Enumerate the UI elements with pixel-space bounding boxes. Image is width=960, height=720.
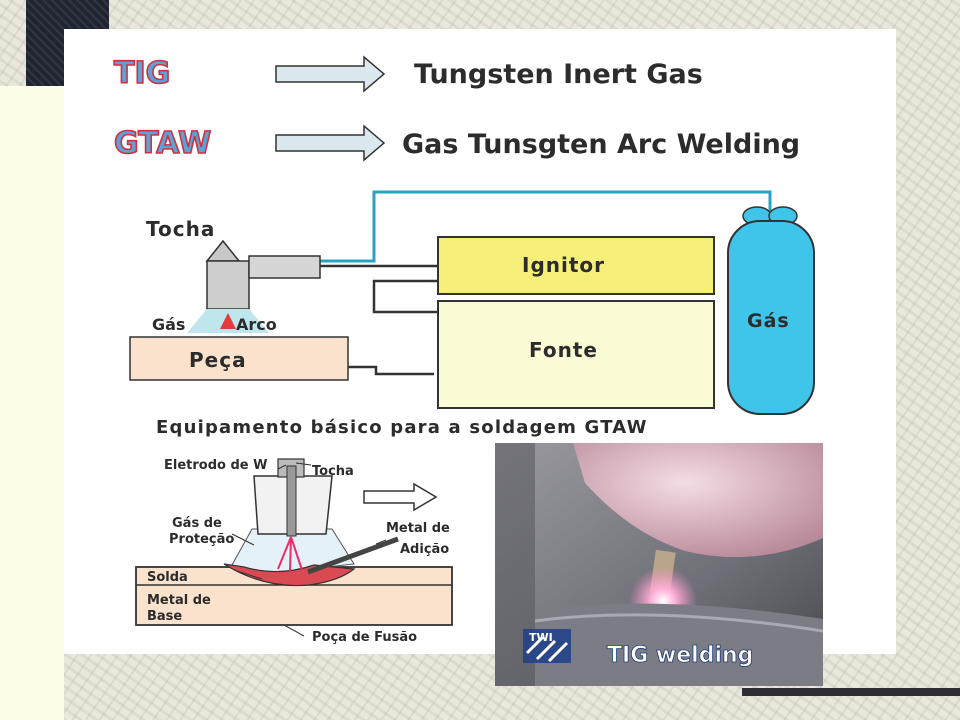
torch-nozzle-top (205, 239, 241, 262)
left-cream-strip (0, 86, 64, 720)
torch-ceramic-nozzle (573, 443, 823, 558)
travel-direction-arrow (363, 482, 438, 512)
gtaw-expansion: Gas Tunsgten Arc Welding (402, 129, 800, 160)
electrode-label: Eletrodo de W (164, 458, 267, 473)
tig-welding-photo-svg: TWI TIG welding (495, 443, 823, 686)
electrode (286, 465, 297, 537)
arc-cone (220, 313, 236, 329)
filler-metal-label-line2: Adição (400, 542, 449, 557)
tig-expansion: Tungsten Inert Gas (414, 59, 703, 90)
process-arc (277, 536, 303, 572)
cylinder-label: Gás (747, 310, 790, 332)
workpiece-tube (535, 603, 823, 686)
filler-rod (307, 536, 399, 575)
workpiece-block (129, 336, 349, 381)
torch-body (206, 260, 250, 310)
ignitor-source-cable (372, 279, 438, 314)
tig-welding-photo: TWI TIG welding (495, 443, 823, 686)
gtaw-acronym: GTAW (114, 126, 211, 161)
workpiece-cable (348, 365, 434, 376)
arc-label: Arco (236, 315, 277, 334)
gtaw-arrow (275, 124, 386, 162)
weld-pool-label: Poça de Fusão (312, 630, 417, 645)
power-source-label: Fonte (529, 338, 598, 362)
weld-label: Solda (147, 570, 188, 585)
tig-arrow (275, 55, 386, 93)
torch-label: Tocha (146, 217, 215, 241)
base-metal-label-line1: Metal de (147, 593, 211, 608)
gas-cylinder (727, 220, 815, 415)
gas-hose (320, 190, 772, 263)
twi-logo-icon: TWI (523, 629, 571, 663)
workpiece-label: Peça (189, 348, 247, 372)
filler-metal-label-line1: Metal de (386, 521, 450, 536)
shielding-gas-label-line1: Gás de (172, 516, 222, 531)
shielding-gas-label-line2: Proteção (169, 532, 234, 547)
process-leaders (231, 462, 387, 637)
torch-handle (248, 255, 321, 279)
tig-acronym: TIG (114, 56, 170, 91)
ignitor-box (437, 236, 715, 295)
welding-diagram-svg: TIG Tungsten Inert Gas GTAW Gas Tunsgten… (113, 55, 815, 645)
equipment-caption: Equipamento básico para a soldagem GTAW (156, 417, 648, 438)
base-metal-label-line2: Base (147, 609, 182, 624)
bottom-accent-bar (742, 688, 960, 696)
svg-text:TWI: TWI (529, 631, 553, 644)
photo-caption: TIG welding (607, 643, 753, 668)
power-source-box (437, 300, 715, 409)
process-torch-label: Tocha (312, 464, 354, 479)
gas-label: Gás (152, 315, 185, 334)
ignitor-label: Ignitor (522, 253, 605, 277)
